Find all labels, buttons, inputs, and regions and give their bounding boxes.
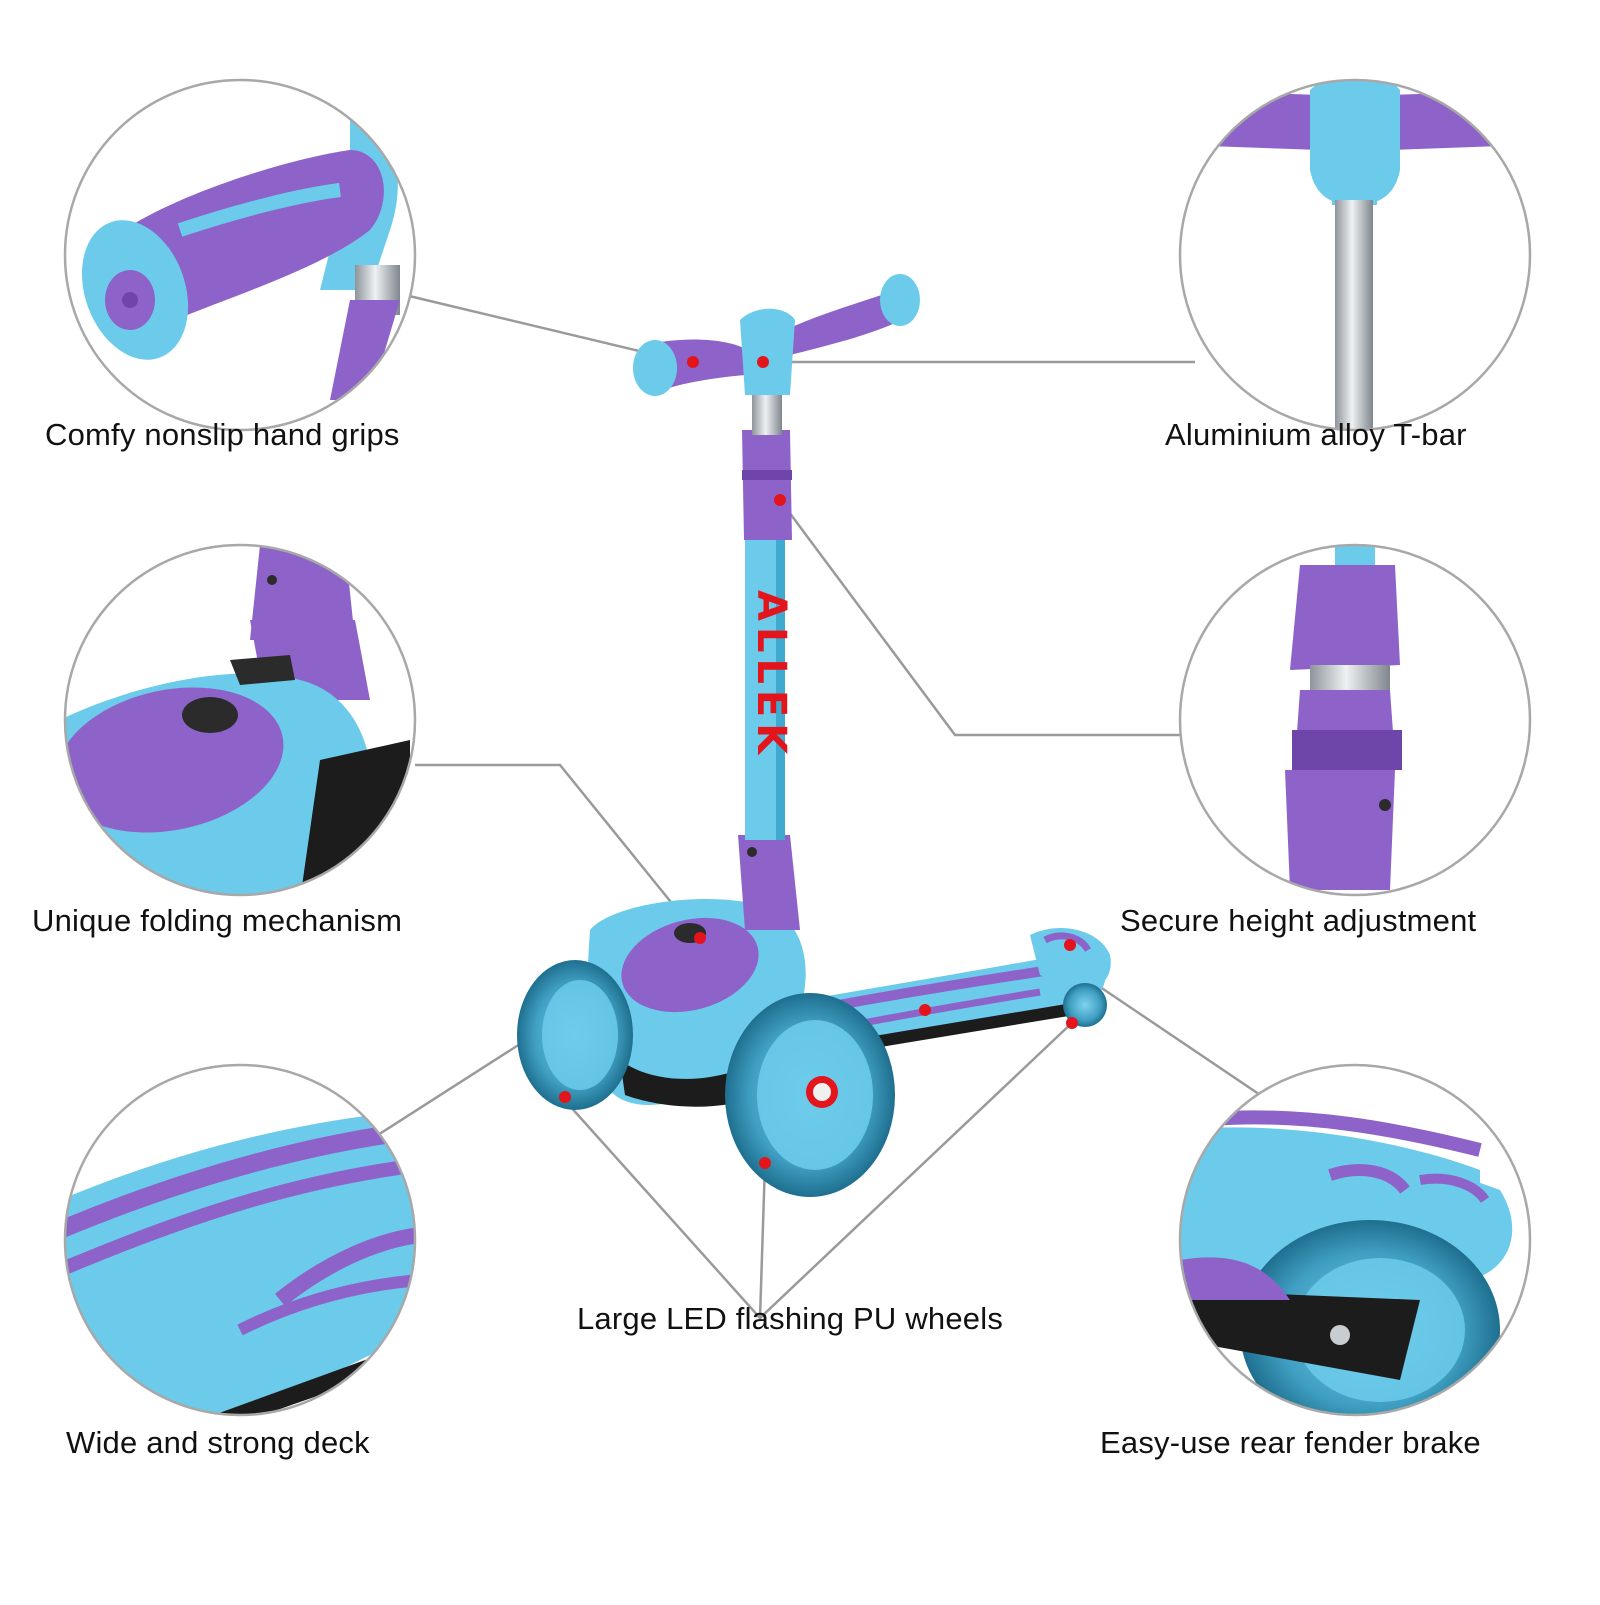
marker-tbar (757, 356, 769, 368)
scooter-front-purple-panel (621, 917, 759, 1013)
scooter-tbar-metal (752, 395, 782, 435)
scooter-handlebar-right-grip (785, 290, 902, 355)
scooter-stem-lower-collar (738, 835, 800, 930)
scooter: ALLEK (517, 274, 1111, 1197)
caption-rear-brake: Easy-use rear fender brake (1100, 1425, 1481, 1460)
marker-left-wheel (559, 1091, 571, 1103)
caption-hand-grips: Comfy nonslip hand grips (45, 417, 400, 452)
scooter-tbar-joint (740, 308, 795, 395)
scooter-height-clamp (742, 430, 792, 540)
scooter-stem-screw (747, 847, 757, 857)
detail-circle-brake (1178, 1063, 1532, 1417)
scooter-front-right-wheel (725, 993, 895, 1197)
scooter-brand-text: ALLEK (748, 590, 794, 760)
scooter-rear-fender (1030, 927, 1111, 991)
scooter-rear-wheel (1063, 983, 1107, 1027)
marker-folding (694, 932, 706, 944)
caption-deck: Wide and strong deck (66, 1425, 370, 1460)
red-markers (559, 356, 1078, 1169)
leader-line-folding (415, 763, 701, 939)
caption-tbar: Aluminium alloy T-bar (1165, 417, 1467, 452)
marker-deck (919, 1004, 931, 1016)
marker-right-wheel (759, 1157, 771, 1169)
scooter-stem-shade (776, 535, 785, 840)
detail-circle-folding (63, 543, 417, 897)
detail-circle-deck (63, 1063, 417, 1417)
detail-circle-tbar (1178, 78, 1532, 432)
marker-height (774, 494, 786, 506)
leader-line-height (778, 499, 1180, 737)
detail-circle-height (1178, 543, 1532, 897)
caption-height-adjustment: Secure height adjustment (1120, 903, 1477, 938)
scooter-front-left-wheel (517, 960, 633, 1110)
leader-line-brake (1074, 968, 1276, 1107)
detail-circle-grips (63, 78, 417, 432)
scooter-fender-stripe (1043, 932, 1092, 953)
scooter-handlebar-right-end (880, 274, 920, 326)
scooter-handlebar-left-end (633, 340, 677, 396)
caption-folding-mechanism: Unique folding mechanism (32, 903, 403, 938)
caption-wheels: Large LED flashing PU wheels (576, 1301, 1004, 1336)
scooter-clamp-ring (742, 470, 792, 480)
marker-brake (1064, 939, 1076, 951)
marker-grips (687, 356, 699, 368)
leader-line-wheels-2 (759, 1019, 1076, 1319)
marker-rear-wheel (1066, 1017, 1078, 1029)
